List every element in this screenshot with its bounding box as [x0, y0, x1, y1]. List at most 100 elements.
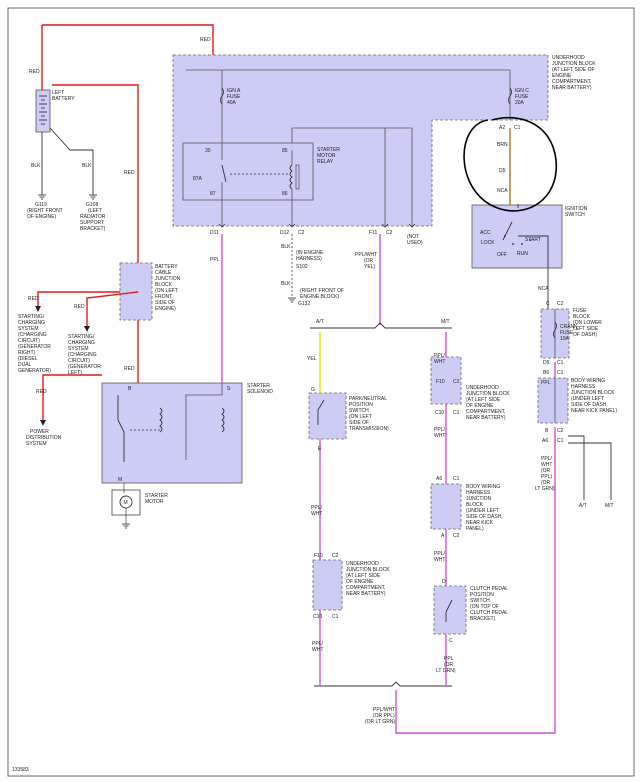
- label-conn-b6: B6: [543, 370, 549, 376]
- solenoid-coil-icon: [159, 407, 163, 433]
- label-ign-acc: ACC: [480, 230, 491, 236]
- underhood-junction-block-low: [312, 559, 343, 611]
- ground-icon-motor: [122, 523, 130, 529]
- red-wire-to-power-distribution: [42, 374, 102, 420]
- at-mt-split: [310, 322, 452, 329]
- motor-m-symbol: M: [124, 500, 128, 506]
- relay-pin-87: 87: [210, 191, 216, 197]
- label-blk1: BLK: [31, 163, 41, 169]
- arrow-power-distribution: [40, 420, 46, 426]
- label-conn-c1e: C1: [332, 614, 339, 620]
- label-conn-c2c: C2: [557, 301, 564, 307]
- label-conn-c1g: C1: [453, 476, 460, 482]
- battery-symbol: [35, 89, 51, 133]
- label-conn-c: C: [546, 301, 550, 307]
- label-ign-lock: LOCK: [481, 240, 495, 246]
- hand-drawn-circle: [463, 116, 557, 212]
- ground-icon-g108: [89, 194, 97, 200]
- ground-icon-g132: [288, 297, 296, 303]
- label-red-bcj2: RED: [74, 304, 85, 310]
- at-wire-right: [568, 435, 585, 500]
- pplwht-wire-right-loop: [395, 427, 556, 734]
- mt-wire-right: [568, 442, 612, 500]
- label-term-s: S: [227, 386, 231, 392]
- ign-a-fuse-icon: [220, 87, 224, 105]
- red-wire-to-generator-right: [37, 291, 120, 306]
- label-term-m: M: [118, 477, 122, 483]
- clutch-pedal-position-switch: [433, 585, 467, 635]
- relay-pin-85: 85: [282, 148, 288, 154]
- starter-solenoid: [101, 382, 243, 484]
- solenoid-b-contact: [117, 395, 125, 462]
- ignition-contact-icon: [502, 221, 513, 241]
- label-c1a: C1: [514, 125, 521, 131]
- arrow-generator-right: [35, 306, 41, 312]
- label-mt-left: M/T: [441, 319, 450, 325]
- label-nca2: NCA: [538, 286, 549, 292]
- label-conn-c2b: C2: [386, 230, 393, 236]
- label-red-mid: RED: [124, 170, 135, 176]
- nca-wire-ignsw-to-fuse: [518, 235, 549, 309]
- pnp-switch-icon: [317, 399, 325, 425]
- label-a2: A2: [499, 125, 505, 131]
- label-pplwht-5: PPL/WHT: [434, 551, 445, 563]
- label-nca1: NCA: [497, 188, 508, 194]
- label-conn-d11: D11: [210, 230, 219, 236]
- label-conn-a6: A6: [542, 438, 548, 444]
- ign-c-fuse-icon: [508, 87, 512, 105]
- blk-wire-g108: [49, 127, 94, 195]
- label-ppl-left: PPL: [210, 257, 220, 263]
- diagram-frame: [7, 7, 635, 777]
- label-brn: BRN: [497, 142, 508, 148]
- relay-contact-icon: [221, 164, 227, 183]
- label-mt-right: M/T: [605, 503, 614, 509]
- label-conn-d12: D12: [280, 230, 289, 236]
- label-conn-a6b: A6: [436, 476, 442, 482]
- label-conn-e: E: [318, 446, 322, 452]
- relay-85-feed: [291, 127, 413, 226]
- relay-pin-86: 86: [282, 191, 288, 197]
- label-conn-b: B: [545, 428, 549, 434]
- label-conn-c10b: C10: [435, 410, 444, 416]
- label-bottom-wire: PPL/WHT(OR PPL)(OR LT GRN): [365, 707, 395, 725]
- label-red-pds: RED: [36, 389, 47, 395]
- solenoid-coil2-icon: [221, 407, 225, 433]
- label-at-left: A/T: [316, 319, 324, 325]
- ground-icon-g119: [38, 194, 46, 200]
- crank-fuse-icon: [553, 321, 557, 339]
- connector-chevrons-top: [218, 223, 416, 228]
- label-conn-g: G: [311, 387, 315, 393]
- label-conn-d: D: [442, 579, 446, 585]
- label-conn-c1f: C1: [453, 410, 460, 416]
- underhood-junction-block-mid: [430, 356, 462, 405]
- ignition-switch: [471, 204, 563, 269]
- park-neutral-position-switch: [308, 392, 347, 440]
- label-ign-start: START: [525, 237, 541, 243]
- label-at-right: A/T: [579, 503, 587, 509]
- red-wire-to-generator-left: [86, 291, 139, 326]
- label-conn-f11: F11: [369, 230, 377, 236]
- battery-cells-icon: [39, 95, 47, 125]
- label-term-b: B: [128, 386, 132, 392]
- label-conn-f10a: F10: [314, 553, 323, 559]
